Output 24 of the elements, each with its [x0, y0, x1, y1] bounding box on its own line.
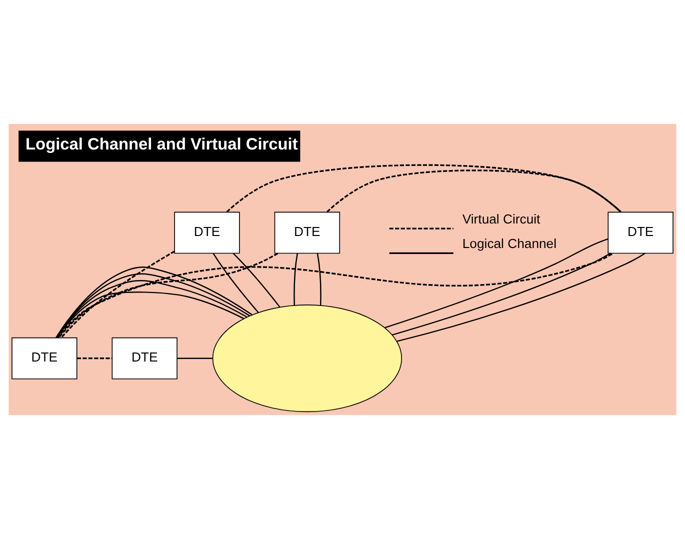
node-box: DTE	[12, 336, 78, 379]
connector	[396, 252, 646, 342]
node-box: DTE	[174, 211, 240, 254]
connector	[384, 238, 608, 328]
node-box: DTE	[112, 336, 178, 379]
diagram-title: Logical Channel and Virtual Circuit	[26, 134, 298, 153]
node-box: DTE	[608, 211, 674, 254]
connector	[392, 252, 611, 335]
connector	[60, 250, 175, 338]
node-box: DTE	[274, 211, 340, 254]
connector	[226, 164, 622, 212]
connector	[177, 357, 213, 358]
connector	[56, 252, 614, 338]
connector	[294, 252, 298, 305]
connector	[76, 357, 112, 359]
legend-label: Virtual Circuit	[462, 211, 540, 226]
connector	[326, 169, 622, 212]
connector	[232, 252, 280, 308]
connector	[56, 291, 244, 338]
connector	[316, 252, 322, 305]
node-cloud	[212, 304, 402, 412]
legend-label: Logical Channel	[462, 236, 557, 251]
connector	[212, 252, 259, 312]
connector	[58, 252, 278, 338]
